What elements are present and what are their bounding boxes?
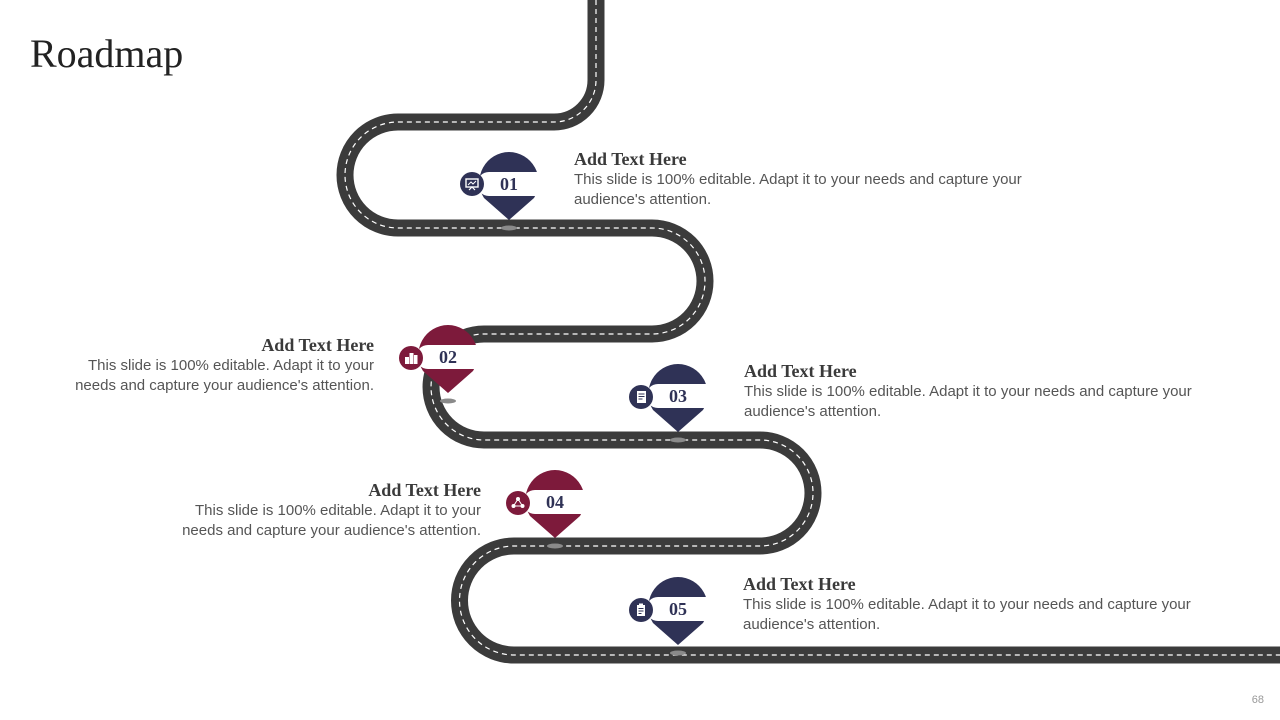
presentation-icon [460,172,484,196]
milestone-pin-05: 05 [648,577,708,656]
document-icon [629,385,653,409]
milestone-pin-01: 01 [479,152,539,231]
milestone-text-02: Add Text Here This slide is 100% editabl… [48,334,374,396]
buildings-icon [399,346,423,370]
milestone-body: This slide is 100% editable. Adapt it to… [182,502,481,539]
milestone-heading: Add Text Here [574,149,687,169]
milestone-body: This slide is 100% editable. Adapt it to… [75,357,374,394]
milestone-heading: Add Text Here [368,480,481,500]
milestone-number: 04 [546,492,564,512]
slide-title: Roadmap [30,31,184,76]
network-icon [506,491,530,515]
milestone-pin-03: 03 [648,364,708,443]
milestone-heading: Add Text Here [261,335,374,355]
milestone-heading: Add Text Here [744,361,857,381]
milestone-number: 03 [669,386,687,406]
milestone-number: 05 [669,599,687,619]
page-number: 68 [1251,694,1264,706]
milestone-heading: Add Text Here [743,574,856,594]
milestone-body: This slide is 100% editable. Adapt it to… [574,171,1022,208]
pin-shape [648,577,708,656]
pin-shape [479,152,539,231]
clipboard-icon [629,598,653,622]
pin-shape [525,470,585,549]
milestone-pin-02: 02 [418,325,478,404]
milestone-number: 01 [500,174,518,194]
milestone-text-03: Add Text Here This slide is 100% editabl… [744,360,1244,422]
pin-shape [418,325,478,404]
milestone-text-05: Add Text Here This slide is 100% editabl… [743,573,1243,635]
milestone-text-01: Add Text Here This slide is 100% editabl… [574,148,1094,210]
milestone-body: This slide is 100% editable. Adapt it to… [743,596,1191,633]
milestone-text-04: Add Text Here This slide is 100% editabl… [155,479,481,541]
milestone-body: This slide is 100% editable. Adapt it to… [744,383,1192,420]
milestone-number: 02 [439,347,457,367]
milestone-pin-04: 04 [525,470,585,549]
pin-shape [648,364,708,443]
